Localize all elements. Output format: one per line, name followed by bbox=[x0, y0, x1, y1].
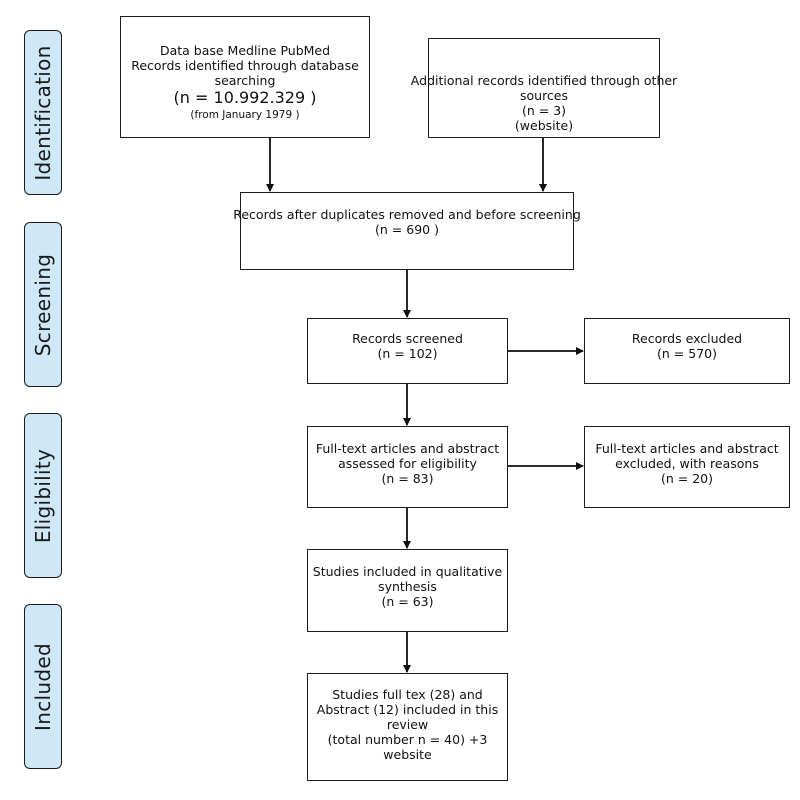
stage-eligibility: Eligibility bbox=[24, 413, 62, 578]
screened-count: (n = 102) bbox=[377, 346, 438, 361]
review-line2: Abstract (12) included in this bbox=[316, 702, 499, 717]
records-excluded-box: Records excluded (n = 570) bbox=[584, 318, 790, 384]
review-line5: website bbox=[383, 747, 432, 762]
additional-count: (n = 3) bbox=[521, 103, 567, 118]
stage-included: Included bbox=[24, 604, 62, 769]
stage-eligibility-label: Eligibility bbox=[31, 448, 55, 543]
stage-identification-label: Identification bbox=[31, 44, 55, 181]
duplicates-line1: Records after duplicates removed and bef… bbox=[233, 207, 581, 222]
fulltext-excluded-box: Full-text articles and abstract excluded… bbox=[584, 426, 790, 508]
review-line4: (total number n = 40) +3 bbox=[327, 732, 488, 747]
database-line2: Records identified through database bbox=[131, 58, 359, 73]
additional-note: (website) bbox=[514, 118, 574, 133]
stage-screening-label: Screening bbox=[31, 253, 55, 356]
records-screened-box: Records screened (n = 102) bbox=[307, 318, 508, 384]
fulltext-line1: Full-text articles and abstract bbox=[315, 441, 500, 456]
fulltext-assessed-box: Full-text articles and abstract assessed… bbox=[307, 426, 508, 508]
qualitative-line1: Studies included in qualitative bbox=[312, 564, 503, 579]
additional-records-box: Additional records identified through ot… bbox=[411, 38, 677, 138]
fulltext-excluded-count: (n = 20) bbox=[660, 471, 713, 486]
qualitative-count: (n = 63) bbox=[381, 594, 434, 609]
database-note: (from January 1979 ) bbox=[190, 109, 300, 121]
additional-line2: sources bbox=[519, 88, 569, 103]
included-review-box: Studies full tex (28) and Abstract (12) … bbox=[307, 673, 508, 781]
duplicates-count: (n = 690 ) bbox=[375, 222, 439, 237]
qualitative-line2: synthesis bbox=[378, 579, 437, 594]
excluded-count: (n = 570) bbox=[657, 346, 717, 361]
database-count: (n = 10.992.329 ) bbox=[173, 88, 317, 107]
fulltext-line2: assessed for eligibility bbox=[338, 456, 477, 471]
duplicates-removed-box: Records after duplicates removed and bef… bbox=[233, 192, 581, 270]
stage-included-label: Included bbox=[31, 642, 55, 731]
fulltext-excluded-line2: excluded, with reasons bbox=[615, 456, 759, 471]
review-line1: Studies full tex (28) and bbox=[332, 687, 483, 702]
screened-line1: Records screened bbox=[352, 331, 463, 346]
additional-line1: Additional records identified through ot… bbox=[410, 73, 678, 88]
database-line1: Data base Medline PubMed bbox=[159, 43, 331, 58]
fulltext-count: (n = 83) bbox=[381, 471, 434, 486]
excluded-line1: Records excluded bbox=[631, 331, 743, 346]
stage-identification: Identification bbox=[24, 30, 62, 195]
database-line3: searching bbox=[214, 73, 276, 88]
review-line3: review bbox=[386, 717, 429, 732]
database-records-box: Data base Medline PubMed Records identif… bbox=[120, 16, 370, 138]
qualitative-synthesis-box: Studies included in qualitative synthesi… bbox=[307, 549, 508, 632]
fulltext-excluded-line1: Full-text articles and abstract bbox=[595, 441, 779, 456]
stage-screening: Screening bbox=[24, 222, 62, 387]
